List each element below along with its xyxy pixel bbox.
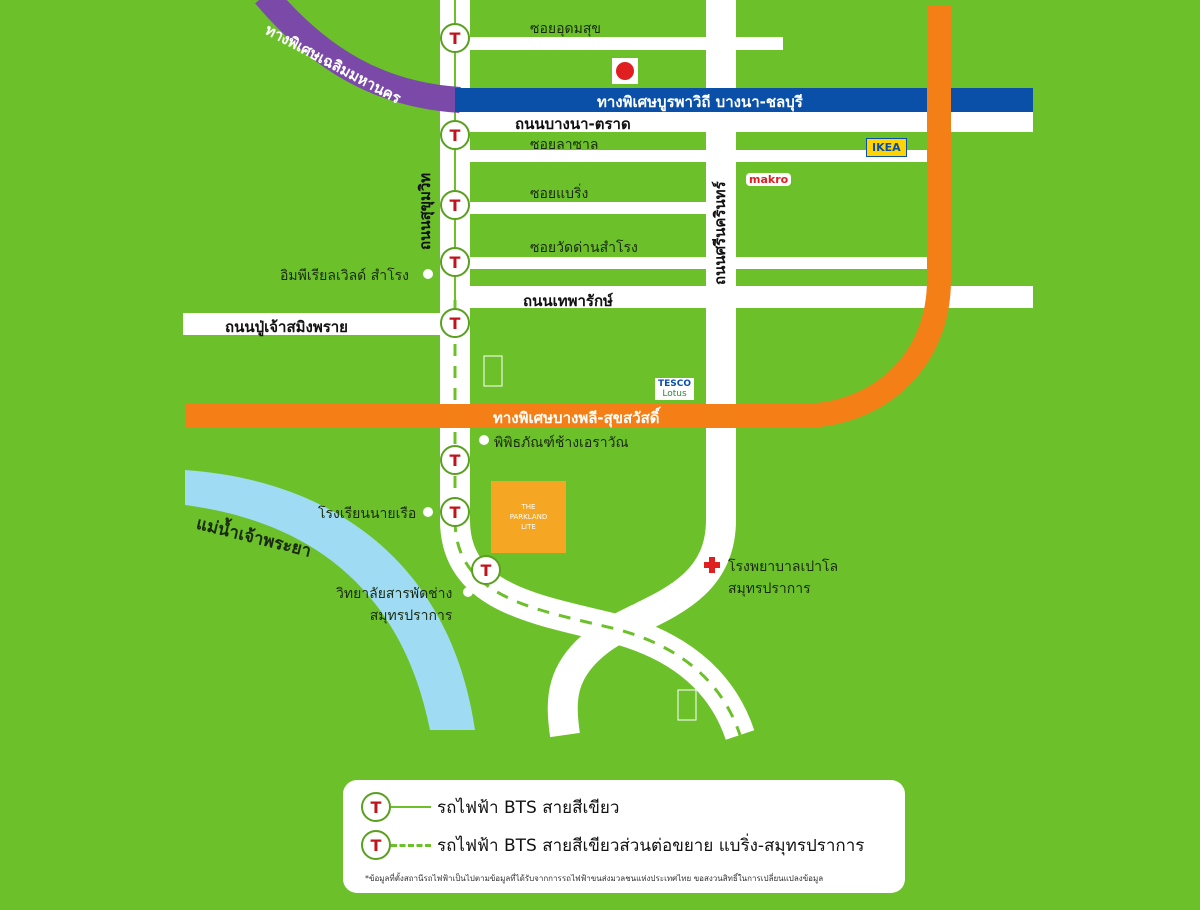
thepharak-road <box>465 286 1033 308</box>
bts-station-icon <box>440 308 470 338</box>
bts-logo-glyph: T <box>450 29 461 48</box>
pu-chao-road <box>183 313 448 335</box>
bangna-trat-label: ถนนบางนา-ตราด <box>515 115 631 133</box>
srinakarin-label: ถนนศรีนครินทร์ <box>711 181 729 285</box>
bts-station-icon <box>440 190 470 220</box>
bts-station-icon <box>440 23 470 53</box>
soi-bearing-label: ซอยแบริ่ง <box>530 186 589 202</box>
bts-icon: T <box>361 792 391 822</box>
imperial-label: อิมพีเรียลเวิลด์ สำโรง <box>280 268 410 284</box>
museum-label: พิพิธภัณฑ์ช้างเอราวัณ <box>494 435 629 451</box>
bts-icon: T <box>361 830 391 860</box>
soi-lasalle-road <box>465 150 935 162</box>
legend-bts-green: T รถไฟฟ้า BTS สายสีเขียว <box>361 792 619 822</box>
bts-logo-glyph: T <box>450 126 461 145</box>
bts-station-icon <box>440 497 470 527</box>
dashed-line-icon <box>391 843 431 847</box>
sukhumvit-label: ถนนสุขุมวิท <box>416 172 434 250</box>
solid-line-icon <box>391 806 431 808</box>
legend: T รถไฟฟ้า BTS สายสีเขียว T รถไฟฟ้า BTS ส… <box>343 780 905 893</box>
bts-logo-glyph: T <box>450 314 461 333</box>
bts-logo-glyph: T <box>450 451 461 470</box>
legend-note: *ข้อมูลที่ตั้งสถานีรถไฟฟ้าเป็นไปตามข้อมู… <box>365 874 824 883</box>
bts-extension-line <box>453 300 742 736</box>
thepharak-label: ถนนเทพารักษ์ <box>523 292 613 310</box>
bangna-trat-road <box>465 110 1033 132</box>
bts-station-icon <box>440 247 470 277</box>
bangphli-label: ทางพิเศษบางพลี-สุขสวัสดิ์ <box>493 409 660 427</box>
bts-stations: T T T T T T T T <box>440 23 501 585</box>
marker-college <box>463 587 473 597</box>
project-marker <box>491 481 566 553</box>
streets <box>183 37 1033 335</box>
bts-station-icon <box>471 555 501 585</box>
soi-bearing-road <box>465 202 710 214</box>
hospital-label: โรงพยาบาลเปาโลสมุทรปราการ <box>728 559 839 597</box>
place-markers <box>423 58 722 721</box>
chaloem-highway <box>255 0 461 113</box>
soi-lasalle-label: ซอยลาซาล <box>530 137 599 153</box>
soi-udomsuk-label: ซอยอุดมสุข <box>530 21 601 37</box>
bigc-icon-2 <box>677 689 697 721</box>
pu-chao-label: ถนนปู่เจ้าสมิงพราย <box>225 318 348 336</box>
ikea-logo: IKEA <box>866 138 907 157</box>
college-label: วิทยาลัยสารพัดช่างสมุทรปราการ <box>336 586 453 624</box>
burapha-label: ทางพิเศษบูรพาวิถี บางนา-ชลบุรี <box>597 93 803 111</box>
bangphli-highway <box>185 5 951 428</box>
soi-wat-dan-label: ซอยวัดด่านสำโรง <box>530 240 638 256</box>
marker-museum <box>479 435 489 445</box>
legend-label: รถไฟฟ้า BTS สายสีเขียวส่วนต่อขยาย แบริ่ง… <box>437 835 865 856</box>
bts-station-icon <box>440 120 470 150</box>
bigc-icon <box>483 355 503 387</box>
bts-logo-glyph: T <box>481 561 492 580</box>
makro-logo: makro <box>746 173 792 186</box>
bts-station-icon <box>440 445 470 475</box>
legend-bts-extension: T รถไฟฟ้า BTS สายสีเขียวส่วนต่อขยาย แบริ… <box>361 830 864 860</box>
legend-label: รถไฟฟ้า BTS สายสีเขียว <box>437 797 620 818</box>
temple-icon-star <box>616 62 634 80</box>
hospital-cross-icon <box>704 557 720 573</box>
bts-logo-glyph: T <box>450 196 461 215</box>
bts-logo-glyph: T <box>450 503 461 522</box>
river <box>185 470 475 730</box>
soi-udomsuk-road <box>465 37 783 50</box>
soi-wat-dan-road <box>465 257 930 269</box>
naval-school-label: โรงเรียนนายเรือ <box>318 506 417 522</box>
marker-naval <box>423 507 433 517</box>
bts-logo-glyph: T <box>450 253 461 272</box>
marker-imperial <box>423 269 433 279</box>
